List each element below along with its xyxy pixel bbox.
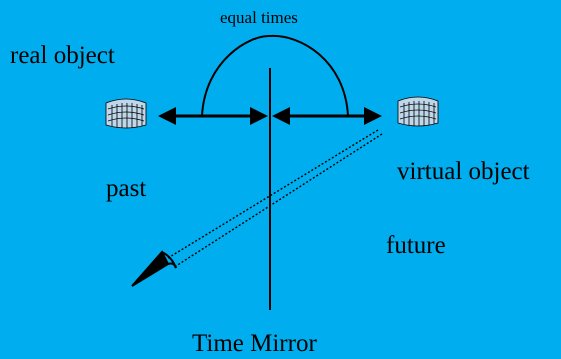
distance-arrow-left — [158, 107, 268, 125]
colosseum-icon — [397, 96, 439, 127]
past-label: past — [106, 175, 147, 202]
equal-times-arc-left — [201, 34, 271, 117]
distance-arrow-right — [272, 107, 382, 125]
equal-times-arc-right — [269, 34, 349, 117]
time-mirror-label: Time Mirror — [192, 330, 317, 357]
eye-icon — [131, 250, 177, 287]
colosseum-icon — [105, 98, 147, 129]
future-label: future — [386, 232, 446, 259]
sight-lines — [167, 129, 383, 267]
virtual-object-label: virtual object — [397, 158, 530, 185]
equal-times-label: equal times — [220, 8, 298, 27]
real-object-label: real object — [10, 42, 115, 69]
